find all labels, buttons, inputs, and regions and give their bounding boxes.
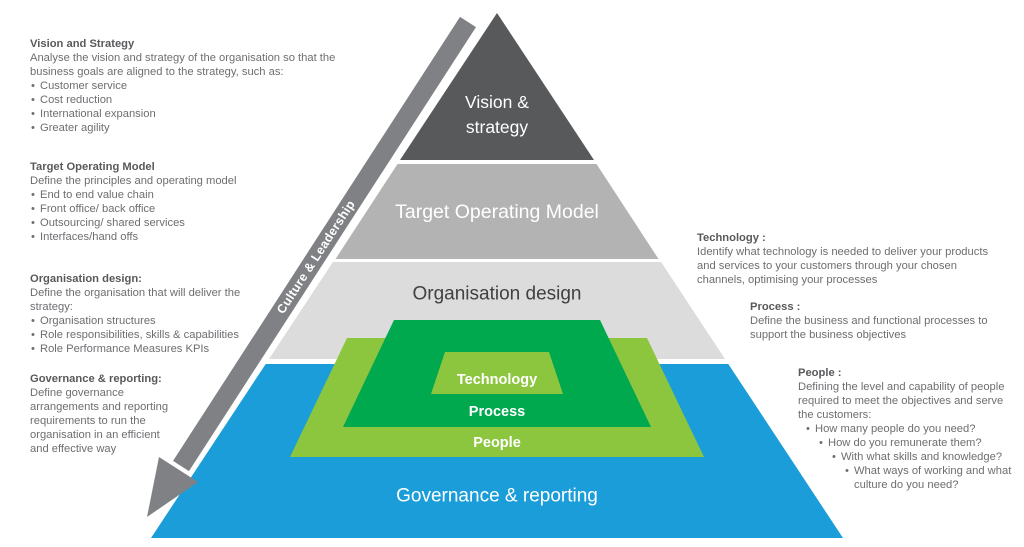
note-bullet: Organisation structures [30,314,295,328]
note-line: Define the organisation that will delive… [30,287,241,299]
pyramid-label-governance-reporting: Governance & reporting [396,486,598,507]
note-vision-strategy: Vision and Strategy Analyse the vision a… [30,37,380,135]
note-bullet-list: Customer service Cost reduction Internat… [30,79,380,135]
note-bullet-list: How many people do you need? How do you … [798,422,1022,492]
note-bullet-list: End to end value chain Front office/ bac… [30,188,310,244]
note-bullet-list: Organisation structures Role responsibil… [30,314,295,356]
note-line: requirements to run the [30,415,146,427]
note-target-operating-model: Target Operating Model Define the princi… [30,160,310,244]
note-bullet: Customer service [30,79,380,93]
note-line: business goals are aligned to the strate… [30,66,284,78]
note-line: Identify what technology is needed to de… [697,246,989,258]
note-bullet: Role Performance Measures KPIs [30,342,295,356]
pyramid-label-target-operating-model: Target Operating Model [395,201,599,223]
note-process: Process : Define the business and functi… [750,300,1020,342]
note-line: arrangements and reporting [30,401,169,413]
note-line: strategy: [30,301,73,313]
note-bullet: International expansion [30,107,380,121]
note-line: and services to your customers through y… [697,260,957,272]
note-title: Target Operating Model [30,161,155,173]
pyramid-layer-vision [400,13,594,160]
note-bullet: How many people do you need? [805,422,1022,436]
pyramid-label-technology: Technology [457,372,537,388]
note-people: People : Defining the level and capabili… [798,366,1022,492]
note-line: required to meet the objectives and serv… [798,395,1004,407]
note-bullet: Greater agility [30,121,380,135]
note-title: Technology : [697,232,766,244]
pyramid-layer-organisation-design [269,262,725,359]
note-line: and effective way [30,443,117,455]
note-bullet: How do you remunerate them? [818,436,1022,450]
note-line: Analyse the vision and strategy of the o… [30,52,336,64]
pyramid-layer-target-operating-model [335,164,659,259]
note-line: the customers: [798,409,872,421]
note-line: Define the business and functional proce… [750,315,988,327]
note-bullet: Role responsibilities, skills & capabili… [30,328,295,342]
note-line: Defining the level and capability of peo… [798,381,1005,393]
note-organisation-design: Organisation design: Define the organisa… [30,272,295,356]
note-line: organisation in an efficient [30,429,160,441]
note-bullet: Outsourcing/ shared services [30,216,310,230]
note-title: Vision and Strategy [30,38,135,50]
pyramid-label-vision-line1: Vision & [465,92,529,112]
note-title: Organisation design: [30,273,142,285]
pyramid-label-vision-line2: strategy [466,117,528,137]
pyramid-label-people: People [473,435,521,451]
note-bullet: With what skills and knowledge? [831,450,1022,464]
note-line: Define the principles and operating mode… [30,175,237,187]
note-title: People : [798,367,842,379]
culture-leadership-arrowhead-icon [147,457,198,517]
note-line: Define governance [30,387,124,399]
pyramid-label-process: Process [469,404,525,420]
note-governance-reporting: Governance & reporting: Define governanc… [30,372,190,456]
note-title: Process : [750,301,801,313]
note-technology: Technology : Identify what technology is… [697,231,1022,287]
pyramid-label-organisation-design: Organisation design [413,284,582,305]
note-title: Governance & reporting: [30,373,162,385]
note-line: channels, optimising your processes [697,274,878,286]
note-line: support the business objectives [750,329,907,341]
pyramid-nested-technology [431,352,563,394]
note-bullet: Cost reduction [30,93,380,107]
note-bullet: End to end value chain [30,188,310,202]
culture-leadership-arrow-shaft [173,16,476,472]
note-bullet: Front office/ back office [30,202,310,216]
note-bullet: Interfaces/hand offs [30,230,310,244]
note-bullet: What ways of working and what culture do… [844,464,1022,492]
